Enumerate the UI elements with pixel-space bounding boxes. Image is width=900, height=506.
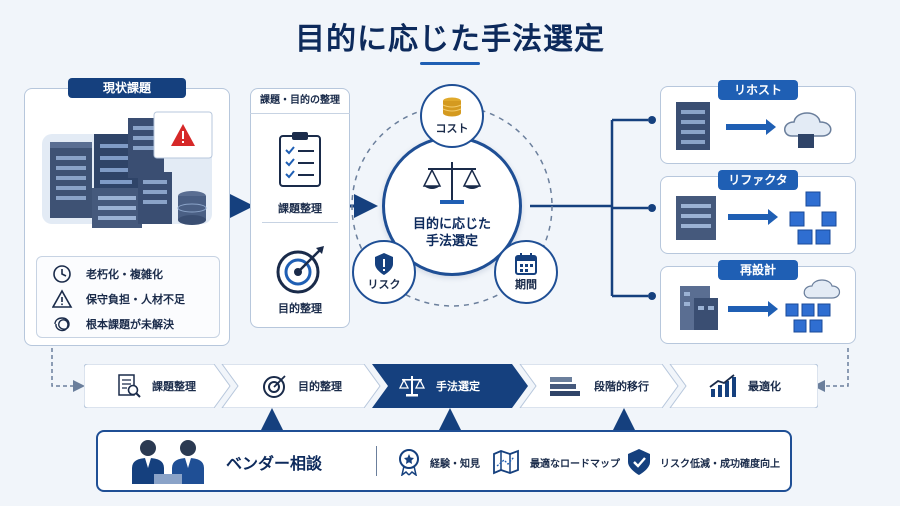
issue-item-aging: 老朽化・複雑化 — [52, 264, 163, 284]
growth-chart-icon — [709, 374, 736, 397]
map-icon — [493, 449, 519, 475]
award-icon — [399, 449, 419, 476]
analysis-panel — [250, 88, 350, 328]
refactor-illustration — [676, 191, 837, 245]
benefit-label: 最適なロードマップ — [530, 458, 620, 470]
vendor-label: ベンダー相談 — [226, 454, 323, 473]
step-issue-analysis: 課題整理 — [116, 364, 196, 408]
method-label-redesign: 再設計 — [718, 260, 798, 280]
step-goal-setting: 目的整理 — [262, 364, 342, 408]
benefit-roadmap: 最適なロードマップ — [492, 448, 620, 476]
issue-item-unresolved: 根本課題が未解決 — [52, 314, 174, 334]
factor-risk: リスク — [352, 240, 416, 304]
consultation-people-icon — [132, 440, 204, 484]
method-label-rehost: リホスト — [718, 80, 798, 100]
title-underline — [420, 62, 480, 65]
scale-icon — [398, 376, 426, 397]
coins-icon — [442, 97, 462, 117]
scale-icon — [422, 162, 482, 204]
page-title: 目的に応じた手法選定 — [295, 22, 605, 57]
issue-item-maintenance: 保守負担・人材不足 — [52, 289, 185, 309]
benefit-label: 経験・知見 — [430, 458, 480, 470]
benefit-label: リスク低減・成功確度向上 — [660, 458, 780, 470]
issue-label: 根本課題が未解決 — [86, 318, 174, 331]
tangle-icon — [54, 317, 70, 332]
legacy-servers-illustration — [42, 111, 213, 228]
redesign-illustration — [680, 279, 841, 333]
factor-period: 期間 — [494, 240, 558, 304]
issue-label: 老朽化・複雑化 — [86, 268, 163, 281]
issue-label: 保守負担・人材不足 — [86, 293, 185, 306]
hub-label: 目的に応じた 手法選定 — [382, 216, 522, 250]
step-label: 目的整理 — [298, 380, 342, 393]
warning-icon — [52, 289, 73, 308]
vendor-divider — [376, 446, 377, 476]
benefit-risk-reduction: リスク低減・成功確度向上 — [626, 448, 780, 476]
step-label: 最適化 — [748, 380, 781, 393]
step-method-selection: 手法選定 — [398, 364, 480, 408]
factor-period-label: 期間 — [515, 278, 537, 291]
analysis-item-goals: 目的整理 — [278, 302, 322, 315]
step-optimization: 最適化 — [708, 364, 781, 408]
target-icon — [263, 375, 286, 398]
step-phased-migration: 段階的移行 — [548, 364, 649, 408]
analysis-header: 課題・目的の整理 — [250, 88, 350, 114]
factor-cost-label: コスト — [435, 122, 469, 135]
step-label: 手法選定 — [436, 380, 480, 393]
stairs-icon — [550, 377, 580, 396]
benefit-experience: 経験・知見 — [396, 448, 480, 476]
issue-list — [36, 256, 220, 338]
hub-label-line1: 目的に応じた — [412, 217, 491, 232]
hub-label-line2: 手法選定 — [425, 234, 478, 249]
vendor-consultation-bar — [96, 430, 792, 492]
analysis-divider — [262, 222, 338, 223]
current-issues-header: 現状課題 — [68, 78, 186, 98]
checklist-icon — [279, 132, 321, 187]
rehost-illustration — [676, 102, 832, 150]
target-icon — [276, 246, 324, 294]
analysis-item-issues: 課題整理 — [278, 202, 322, 215]
factor-risk-label: リスク — [367, 278, 401, 291]
clock-icon — [53, 265, 71, 283]
process-steps-track — [84, 364, 818, 408]
factor-cost: コスト — [420, 84, 484, 148]
shield-icon — [628, 449, 650, 475]
step-label: 課題整理 — [152, 380, 196, 393]
method-label-refactor: リファクタ — [718, 170, 798, 190]
calendar-icon — [515, 253, 537, 275]
document-search-icon — [118, 374, 141, 398]
step-label: 段階的移行 — [594, 380, 649, 393]
shield-icon — [375, 253, 393, 275]
